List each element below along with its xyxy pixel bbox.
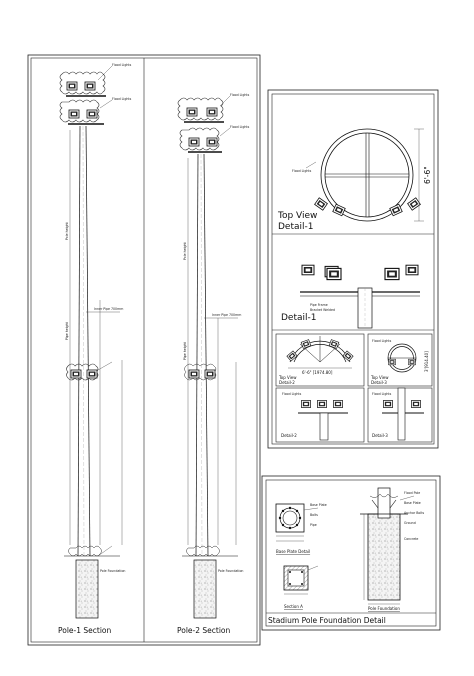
detail-2-top-caption-1: Top View xyxy=(278,375,297,380)
detail-1-caption: Detail-1 xyxy=(281,313,317,323)
pole-2-section: Flood Lights Flood Lights Inner Pipe 700… xyxy=(177,93,250,619)
svg-text:Inner Pipe 700mm: Inner Pipe 700mm xyxy=(94,307,123,311)
svg-text:Flood Lights: Flood Lights xyxy=(112,97,132,101)
flood-lights-label: Flood Lights xyxy=(292,169,312,173)
pole-2-caption: Pole-2 Section xyxy=(177,626,231,635)
pole-foundation-detail: Flood Pole Base Plate Anchor Bolts Groun… xyxy=(360,487,425,611)
svg-text:Base Plate: Base Plate xyxy=(310,503,327,507)
base-plate-caption: Base Plate Detail xyxy=(276,549,310,554)
pole-foundation-caption: Pole Foundation xyxy=(368,606,400,611)
top-view-dimension: 6'-6" xyxy=(423,166,432,184)
svg-text:Base Plate: Base Plate xyxy=(404,501,421,505)
svg-text:Flood Lights: Flood Lights xyxy=(282,392,302,396)
top-view-subtitle: Detail-1 xyxy=(278,222,314,232)
detail-2-top-caption-2: Detail-2 xyxy=(279,380,295,385)
svg-text:Flood Pole: Flood Pole xyxy=(404,491,420,495)
sheet-title: Stadium Pole Foundation Detail xyxy=(268,616,386,625)
svg-text:Pole Foundation: Pole Foundation xyxy=(100,569,125,573)
base-plate-detail: Base Plate Bolts Pipe Base Plate Detail xyxy=(275,503,327,554)
svg-text:Flood Lights: Flood Lights xyxy=(372,339,392,343)
svg-text:Flood Lights: Flood Lights xyxy=(230,93,250,97)
detail-2-dimension: 6'-6" [1974.80] xyxy=(302,370,333,375)
svg-text:Pole Foundation: Pole Foundation xyxy=(218,569,243,573)
section-a-caption: Section A xyxy=(284,604,303,609)
top-view-detail-1: Flood Lights 6'-6" Top View Detail-1 xyxy=(277,128,432,232)
detail-3-caption: Detail-3 xyxy=(372,433,388,438)
detail-2-caption: Detail-2 xyxy=(281,433,297,438)
detail-3-dimension: 3'[914.40] xyxy=(424,351,429,372)
svg-text:Bracket Welded: Bracket Welded xyxy=(310,308,335,312)
svg-text:Pipe height: Pipe height xyxy=(65,321,69,340)
svg-text:Flood Lights: Flood Lights xyxy=(112,63,132,67)
svg-text:Pipe Frame: Pipe Frame xyxy=(310,303,328,307)
details-2-3-grid: 6'-6" [1974.80] Top View Detail-2 Flood … xyxy=(275,333,433,443)
svg-text:Pipe: Pipe xyxy=(310,523,317,527)
svg-text:Pole height: Pole height xyxy=(65,221,69,240)
svg-text:Pole height: Pole height xyxy=(183,241,187,260)
details-panel: Flood Lights 6'-6" Top View Detail-1 Pip… xyxy=(267,89,439,449)
foundation-panel: Base Plate Bolts Pipe Base Plate Detail … xyxy=(261,475,441,631)
svg-text:Inner Pipe 700mm: Inner Pipe 700mm xyxy=(212,313,241,317)
svg-text:Flood Lights: Flood Lights xyxy=(372,392,392,396)
svg-text:Bolts: Bolts xyxy=(310,513,318,517)
top-view-title: Top View xyxy=(277,211,317,221)
section-a-detail: Section A xyxy=(283,565,319,609)
pole-1-section: Flood Lights Flood Lights Inner Pipe 700… xyxy=(59,63,132,619)
detail-3-top-caption-2: Detail-3 xyxy=(371,380,387,385)
pole-1-caption: Pole-1 Section xyxy=(58,626,112,635)
svg-text:Anchor Bolts: Anchor Bolts xyxy=(404,511,425,515)
detail-1-elevation: Pipe Frame Bracket Welded Detail-1 xyxy=(281,264,420,329)
svg-text:Concrete: Concrete xyxy=(404,537,418,541)
svg-text:Flood Lights: Flood Lights xyxy=(230,125,250,129)
svg-text:Pipe height: Pipe height xyxy=(183,341,187,360)
detail-3-top-caption-1: Top View xyxy=(370,375,389,380)
pole-sections-panel: Flood Lights Flood Lights Inner Pipe 700… xyxy=(27,54,261,646)
svg-text:Ground: Ground xyxy=(404,521,416,525)
